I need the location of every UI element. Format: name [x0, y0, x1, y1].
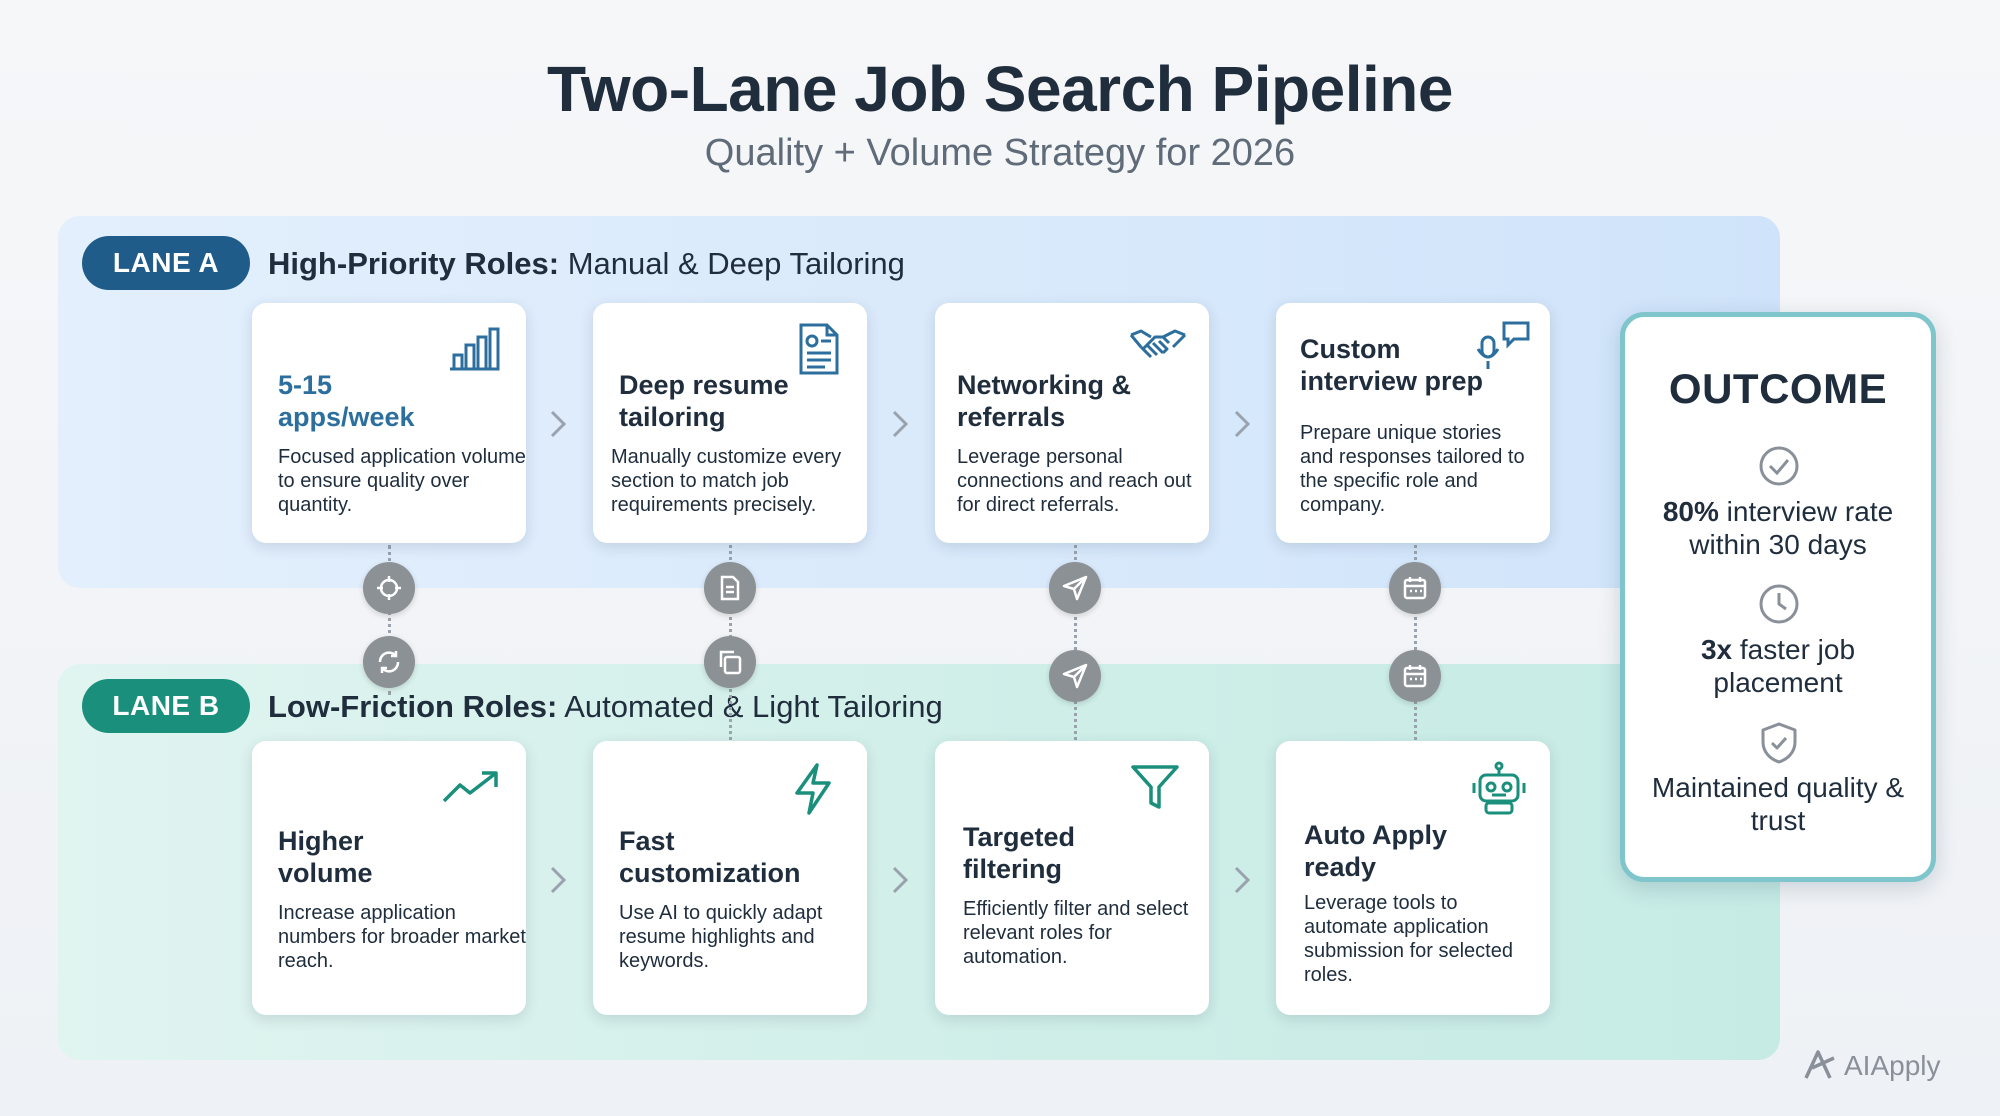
lane-b-heading: Low-Friction Roles: Automated & Light Ta… — [268, 689, 943, 725]
robot-icon — [1472, 761, 1526, 815]
lightning-icon — [791, 763, 835, 815]
card-title: Deep resume tailoring — [619, 370, 789, 432]
card-description: Manually customize every section to matc… — [611, 446, 842, 516]
document-icon — [704, 562, 756, 614]
page-subtitle: Quality + Volume Strategy for 2026 — [704, 132, 1296, 174]
card-description: Focused application volume to ensure qua… — [278, 446, 526, 516]
connector-line — [1074, 545, 1077, 740]
card-title: Fast customization — [619, 826, 801, 888]
calendar-icon — [1389, 562, 1441, 614]
chevron-right-icon — [548, 865, 568, 895]
outcome-item-text: Maintained quality & trust — [1651, 772, 1905, 836]
lane-b-card-filtering: Targeted filtering Efficiently filter an… — [935, 741, 1209, 1015]
card-title: Custom interview prep — [1300, 334, 1484, 396]
handshake-icon — [1129, 327, 1187, 367]
lane-a-heading: High-Priority Roles: Manual & Deep Tailo… — [268, 246, 905, 282]
page-title: Two-Lane Job Search Pipeline — [547, 53, 1453, 125]
refresh-icon — [363, 636, 415, 688]
card-title: Targeted filtering — [963, 822, 1076, 884]
outcome-item-text: faster job placement — [1713, 634, 1856, 698]
card-title: Higher volume — [278, 826, 373, 888]
copy-icon — [704, 636, 756, 688]
outcome-item-bold: 80% — [1662, 496, 1719, 527]
crosshair-icon — [363, 562, 415, 614]
chevron-right-icon — [890, 409, 910, 439]
card-description: Use AI to quickly adapt resume highlight… — [619, 902, 823, 972]
clock-icon — [1758, 583, 1800, 630]
connector-line — [388, 545, 391, 695]
bar-chart-icon — [448, 325, 500, 373]
chevron-right-icon — [1232, 865, 1252, 895]
outcome-item: 3x faster job placement — [1635, 633, 1921, 699]
outcome-item-text: interview rate within 30 days — [1689, 496, 1894, 560]
outcome-panel: OUTCOME 80% interview rate within 30 day… — [1620, 312, 1936, 882]
filter-icon — [1131, 765, 1179, 811]
outcome-item: Maintained quality & trust — [1635, 771, 1921, 837]
card-description: Increase application numbers for broader… — [278, 902, 526, 972]
card-description: Prepare unique stories and responses tai… — [1300, 422, 1525, 516]
trending-up-icon — [442, 769, 500, 805]
lane-b-heading-rest: Automated & Light Tailoring — [557, 689, 943, 724]
outcome-title: OUTCOME — [1668, 365, 1888, 412]
lane-a-badge: LANE A — [82, 236, 250, 290]
check-circle-icon — [1758, 445, 1800, 492]
chevron-right-icon — [1232, 409, 1252, 439]
lane-a-card-resume: Deep resume tailoring Manually customize… — [593, 303, 867, 543]
card-title: Networking & referrals — [957, 370, 1132, 432]
card-title: Auto Apply ready — [1304, 820, 1447, 882]
lane-a-card-interview: Custom interview prep Prepare unique sto… — [1276, 303, 1550, 543]
document-icon — [797, 323, 841, 375]
lane-a-card-networking: Networking & referrals Leverage personal… — [935, 303, 1209, 543]
send-icon — [1049, 650, 1101, 702]
card-description: Efficiently filter and select relevant r… — [963, 898, 1189, 968]
chevron-right-icon — [890, 865, 910, 895]
lane-a-heading-rest: Manual & Deep Tailoring — [559, 246, 905, 281]
chevron-right-icon — [548, 409, 568, 439]
calendar-icon — [1389, 650, 1441, 702]
lane-b-badge: LANE B — [82, 679, 250, 733]
logo-text: AIApply — [1844, 1050, 1941, 1081]
outcome-item-bold: 3x — [1700, 634, 1733, 665]
lane-b-heading-bold: Low-Friction Roles: — [268, 689, 558, 724]
card-description: Leverage tools to automate application s… — [1304, 892, 1513, 986]
send-icon — [1049, 562, 1101, 614]
connector-line — [1414, 545, 1417, 740]
card-description: Leverage personal connections and reach … — [957, 446, 1192, 516]
shield-check-icon — [1758, 721, 1800, 770]
card-title: 5-15 apps/week — [278, 370, 415, 432]
lane-b-card-customization: Fast customization Use AI to quickly ada… — [593, 741, 867, 1015]
lane-a-card-volume: 5-15 apps/week Focused application volum… — [252, 303, 526, 543]
lane-b-card-auto-apply: Auto Apply ready Leverage tools to autom… — [1276, 741, 1550, 1015]
microphone-chat-icon — [1476, 319, 1532, 371]
lane-a-heading-bold: High-Priority Roles: — [268, 246, 560, 281]
lane-b-card-volume: Higher volume Increase application numbe… — [252, 741, 526, 1015]
aiapply-logo-icon — [1804, 1050, 1835, 1079]
outcome-item: 80% interview rate within 30 days — [1635, 495, 1921, 561]
